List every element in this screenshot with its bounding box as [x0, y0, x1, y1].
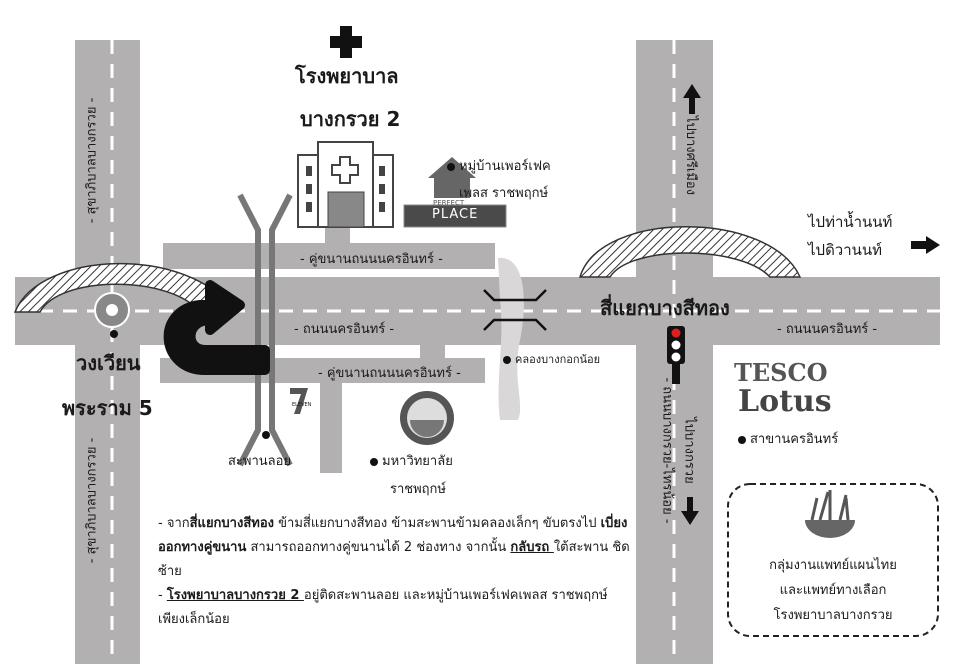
perfect-place-logo: [403, 204, 507, 228]
thai-med-box-border: [727, 483, 939, 637]
tesco-logo-line1: TESCO: [734, 358, 828, 387]
house-icon: [428, 157, 476, 198]
lower-connector-a: [420, 345, 445, 359]
canal-label: คลองบางกอกน้อย: [503, 350, 600, 368]
seven-eleven-icon: [290, 388, 308, 414]
tesco-logo-line2: Lotus: [738, 384, 832, 419]
side-street: [320, 383, 342, 473]
hospital-name-line2: บางกรวย 2: [300, 107, 401, 131]
direction-east-line1: ไปท่าน้ำนนท์: [808, 213, 893, 231]
roundabout-label-1: วงเวียน: [76, 351, 141, 375]
roundabout-dot: [110, 330, 118, 338]
university-label-1: มหาวิทยาลัย: [370, 450, 453, 471]
right-road-lower-label: - ถนนบางกรวย-ไทรน้อย -: [659, 377, 675, 524]
traffic-light-icon: [667, 326, 685, 384]
frontage-upper: [163, 243, 495, 269]
village-logo-small: PERFECT: [433, 199, 465, 207]
direction-north-label: ไปบางศรีเมือง: [683, 115, 699, 196]
thai-med-line3: โรงพยาบาลบางกรวย: [773, 608, 893, 623]
village-logo-text: PLACE: [432, 207, 479, 222]
seven-eleven-label: ELEVEN: [292, 402, 312, 408]
medical-cross-icon: [330, 26, 362, 58]
frontage-upper-label: - คู่ขนานถนนนครอินทร์ -: [300, 252, 443, 267]
intersection-label: สี่แยกบางสีทอง: [600, 296, 730, 320]
bridge-dot: [262, 431, 270, 439]
arrow-down-icon: [681, 497, 699, 525]
thai-med-line1: กลุ่มงานแพทย์แผนไทย: [769, 558, 897, 573]
hospital-connector: [325, 226, 350, 244]
left-road-label-top: - สุขาภิบาลบางกรวย -: [84, 97, 100, 224]
location-dot: [447, 162, 455, 171]
hospital-building-icon: [297, 141, 394, 228]
main-road-label: - ถนนนครอินทร์ -: [294, 322, 395, 337]
location-dot: [503, 356, 511, 364]
left-road-label-bottom: - สุขาภิบาลบางกรวย -: [84, 437, 100, 564]
university-label-2: ราชพฤกษ์: [390, 482, 446, 497]
thai-med-box-text: กลุ่มงานแพทย์แผนไทย และแพทย์ทางเลือก โรง…: [728, 553, 938, 628]
floating-bridge-label: สะพานลอย: [228, 454, 292, 469]
flyover-right: [578, 226, 802, 278]
frontage-lower-label: - คู่ขนานถนนนครอินทร์ -: [318, 366, 461, 381]
directions-note: - จากสี่แยกบางสีทอง ข้ามสี่แยกบางสีทอง ข…: [158, 516, 630, 627]
direction-east-line2: ไปดิวานนท์: [808, 241, 883, 259]
location-dot: [370, 457, 378, 466]
herb-basket-icon: [805, 490, 855, 538]
direction-south-label: ไปบางกรวย: [681, 417, 697, 484]
canal: [498, 257, 524, 420]
canal-bridge: [483, 289, 547, 331]
u-turn-arrow: [163, 280, 270, 375]
village-label-2: เพลส ราชพฤกษ์: [459, 186, 549, 201]
tesco-branch-label: สาขานครอินทร์: [738, 428, 838, 449]
arrow-right-icon: [911, 236, 940, 254]
location-dot: [738, 435, 746, 444]
roundabout-label-2: พระราม 5: [62, 396, 153, 420]
pedestrian-bridge: [237, 193, 293, 467]
university-seal-icon: [400, 391, 454, 445]
left-road: [75, 40, 140, 664]
hospital-name-line1: โรงพยาบาล: [295, 64, 399, 88]
arrow-up-icon: [683, 84, 701, 114]
village-label-1: หมู่บ้านเพอร์เฟค: [447, 155, 551, 176]
main-road-right-label: - ถนนนครอินทร์ -: [777, 322, 878, 337]
thai-med-line2: และแพทย์ทางเลือก: [779, 583, 887, 598]
